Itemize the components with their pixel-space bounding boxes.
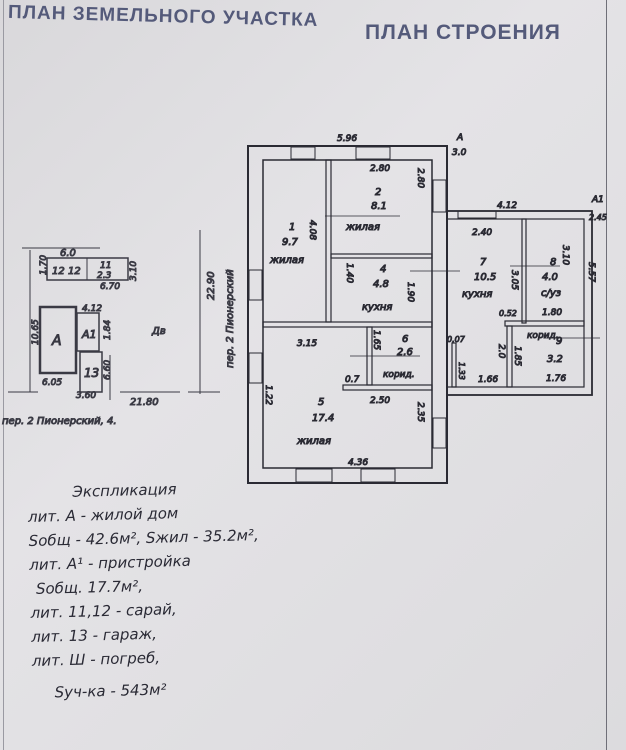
explication-line: лит. Ш - погреб, [31,648,161,670]
room-5-area: 17.4 [312,413,334,424]
dim-label: 1.80 [542,308,562,318]
room-5-number: 5 [318,397,324,408]
dim-label: 6.60 [103,360,113,380]
garage-13 [79,351,103,393]
dim-label: 2.40 [472,228,492,238]
room-4-type: кухня [362,302,392,313]
shed-label: 12 [52,266,65,277]
dim-label: 3.10 [560,245,570,265]
room-6-number: 6 [402,334,408,345]
dim-label: 4.08 [307,220,317,240]
room-2-number: 2 [375,187,381,198]
section-label: А [456,133,463,143]
page-edge-right [606,0,607,750]
room-7-area: 10.5 [474,272,496,283]
dim-label: 1.40 [344,263,354,283]
page-edge-left [3,0,4,750]
room-7-number: 7 [480,257,487,268]
dim-label: 6.70 [100,282,120,292]
dim-label: 3.60 [76,391,96,401]
dim-label: 5.96 [337,134,357,144]
room-6-area: 2.6 [397,347,413,358]
dim-label: 2.80 [415,168,425,188]
section-label: А1 [591,195,604,205]
floor-plan: 2 8.1 жилая 1 9.7 жилая 4 4.8 кухня 5 17… [247,133,607,484]
dim-label: 1.66 [478,375,498,385]
dim-label: 21.80 [130,397,159,408]
dim-label: 6.0 [60,248,76,259]
garage-label: 13 [84,366,99,380]
dim-label: 1.84 [103,320,113,340]
room-8-type: с/уз [541,288,561,299]
room-4-area: 4.8 [373,279,389,290]
dim-label: 1.85 [512,346,522,366]
room-8-number: 8 [550,257,556,268]
dim-label: 22.90 [206,271,217,300]
house-a [38,305,78,375]
dim-label: 5.57 [586,262,596,282]
dim-label: 1.90 [405,282,415,302]
dim-label: 1.33 [457,362,466,380]
dim-label: 6.05 [42,378,62,388]
dim-label: 4.12 [497,201,517,211]
room-5-type: жилая [296,436,331,447]
shed-label: 11 [100,261,111,271]
dim-label: 1.76 [546,374,566,384]
dim-label: 10.65 [31,319,41,345]
section-height: 3.0 [452,148,467,158]
annex-label: А1 [81,328,97,341]
dim-label: 2.35 [415,402,425,422]
room-9-type: корид. [527,331,559,341]
room-6-type: корид. [383,370,415,380]
dim-label: 0.07 [447,335,466,344]
street-label: пер. 2 Пионерский, 4. [2,416,117,427]
room-9-number: 9 [556,336,562,347]
room-2-area: 8.1 [371,201,387,212]
section-height: 2.45 [589,213,607,222]
room-2-type: жилая [345,222,380,233]
site-plan: 6.0 12 12 11 2.3 6.70 3.10 1.70 А А1 13 … [2,230,237,428]
dim-label: 2.0 [496,344,506,359]
dim-label: 1.70 [39,255,49,275]
street-label: пер. 2 Пионерский [225,269,236,368]
room-4-number: 4 [380,264,386,275]
room-1-area: 9.7 [282,237,299,248]
room-9-area: 3.2 [547,354,563,365]
yard-label: Дв [151,326,166,337]
dim-label: 1.65 [371,330,381,350]
dim-label: 2.50 [370,396,390,406]
dim-label: 0.7 [345,375,360,385]
dim-label: 1.22 [263,385,273,405]
room-1-type: жилая [269,255,304,266]
annex-a1 [76,312,100,352]
building-plan-title: ПЛАН СТРОЕНИЯ [365,21,561,44]
dim-label: 4.36 [348,458,368,468]
room-8-area: 4.0 [542,272,558,283]
dim-label: 3.10 [129,261,139,281]
shed-label: 12 [68,266,81,277]
house-label: А [51,333,62,349]
room-1-number: 1 [289,222,295,233]
dim-label: 0.52 [499,309,517,318]
dim-label: 2.80 [370,164,390,174]
dim-label: 3.15 [297,339,317,349]
shed-area: 2.3 [97,271,112,281]
room-7-type: кухня [462,289,492,300]
dim-label: 3.05 [509,270,519,290]
explication: Экспликация лит. А - жилой дом Sобщ - 42… [27,475,263,705]
dim-label: 4.12 [82,304,102,314]
